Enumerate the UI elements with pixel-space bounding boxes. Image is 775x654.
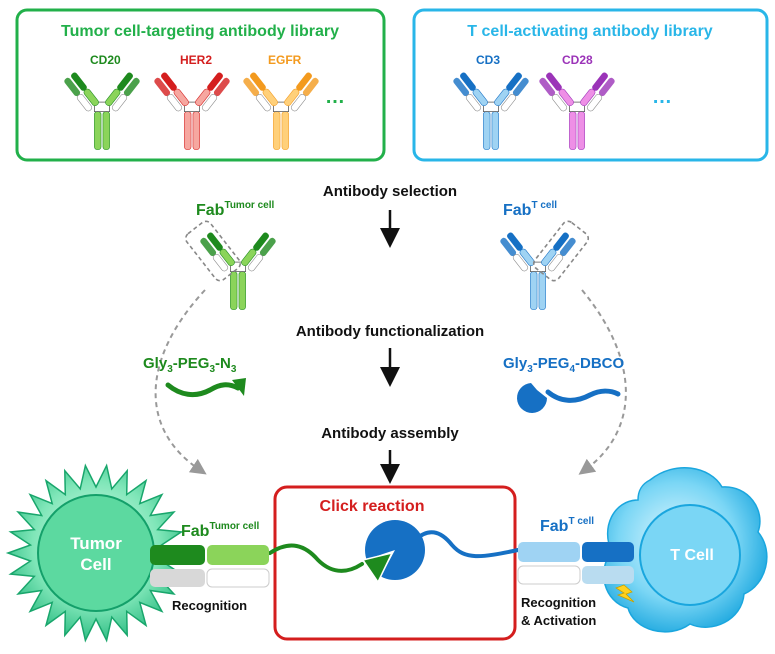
fab-tumor-bottom-label: FabTumor cell [181, 521, 259, 540]
antibody-label-cd28: CD28 [562, 53, 593, 67]
t-cell: T Cell [603, 467, 768, 633]
tcell-library-ellipsis: … [652, 86, 672, 108]
antibody-label-egfr: EGFR [268, 53, 302, 67]
fab-tumor-highlight [184, 220, 242, 282]
fab-tumor-label: FabTumor cell [196, 200, 274, 219]
antibody-cd20-icon [64, 72, 140, 150]
antibody-label-cd20: CD20 [90, 53, 121, 67]
selected-tumor-antibody-icon [200, 232, 276, 310]
fab-tcell-highlight [532, 220, 590, 282]
library-antibodies [64, 72, 615, 150]
fab-tcell-bottom-label: FabT cell [540, 516, 594, 535]
fab-tcell-label: FabT cell [503, 200, 557, 219]
step-antibody-functionalization: Antibody functionalization [296, 323, 484, 340]
click-product-icon [361, 520, 425, 584]
antibody-egfr-icon [243, 72, 319, 150]
selected-antibodies [200, 232, 576, 310]
tumor-cell: Tumor Cell [5, 463, 187, 643]
fab-tcell-segment [517, 542, 634, 585]
tumor-library-ellipsis: … [325, 86, 345, 108]
tumor-cell-label-line2: Cell [80, 555, 111, 574]
antibody-label-cd3: CD3 [476, 53, 500, 67]
antibody-cd3-icon [453, 72, 529, 150]
antibody-cd28-icon [539, 72, 615, 150]
recognition-right-label-line1: Recognition [521, 595, 596, 610]
recognition-right-label-line2: & Activation [521, 613, 596, 628]
dashed-arrow-left [154, 289, 207, 475]
t-cell-label: T Cell [670, 547, 714, 564]
linker-left-label: Gly3-PEG3-N3 [143, 355, 237, 375]
fab-tumor-segment [150, 545, 270, 588]
antibody-label-her2: HER2 [180, 53, 212, 67]
tumor-cell-label-line1: Tumor [70, 534, 122, 553]
click-reaction-label: Click reaction [320, 498, 425, 515]
step-antibody-selection: Antibody selection [323, 183, 457, 200]
joined-linker-green [268, 543, 364, 573]
selected-tcell-antibody-icon [500, 232, 576, 310]
tcell-library-title: T cell-activating antibody library [467, 23, 712, 40]
antibody-her2-icon [154, 72, 230, 150]
dashed-arrow-right [578, 289, 627, 475]
azide-linker-icon [165, 378, 246, 398]
tumor-library-title: Tumor cell-targeting antibody library [61, 23, 339, 40]
recognition-left-label: Recognition [172, 598, 247, 613]
activation-spark-icon [615, 584, 635, 603]
step-antibody-assembly: Antibody assembly [321, 425, 459, 442]
joined-linker-blue [413, 530, 520, 559]
dbco-linker-icon [517, 383, 621, 413]
linker-right-label: Gly3-PEG4-DBCO [503, 355, 624, 375]
tcell-library-box: T cell-activating antibody library CD3 C… [412, 8, 769, 162]
